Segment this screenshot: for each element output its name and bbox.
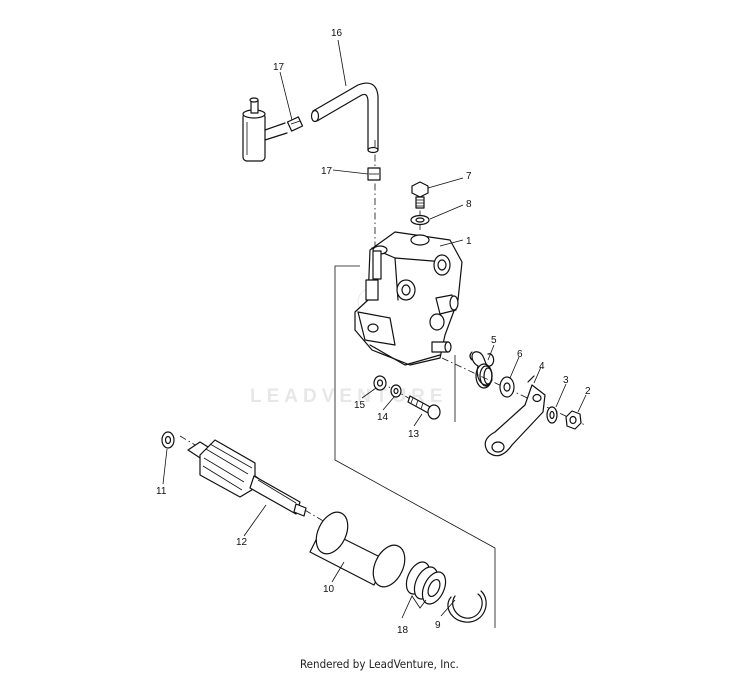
callout-3: 3 <box>563 375 569 386</box>
callout-9: 9 <box>435 620 441 631</box>
callout-2: 2 <box>585 386 591 397</box>
clamp-17-lower <box>367 167 381 181</box>
footer-credit: Rendered by LeadVenture, Inc. <box>300 657 459 671</box>
snap-ring-9 <box>447 590 487 623</box>
hose-16 <box>310 82 379 154</box>
callout-1: 1 <box>466 236 472 247</box>
callout-12: 12 <box>236 537 248 548</box>
callout-17-upper: 17 <box>273 62 285 73</box>
washer-6 <box>499 376 515 398</box>
callout-8: 8 <box>466 199 472 210</box>
leader-lines <box>162 39 587 619</box>
washer-8 <box>410 214 430 226</box>
callout-7: 7 <box>466 171 472 182</box>
callout-15: 15 <box>354 400 366 411</box>
outlet-fitting <box>242 97 288 162</box>
lever-4 <box>484 375 546 457</box>
callout-17-lower: 17 <box>321 166 333 177</box>
oil-pump-body-1 <box>354 231 463 366</box>
callout-13: 13 <box>408 429 420 440</box>
callout-14: 14 <box>377 412 389 423</box>
callout-18: 18 <box>397 625 409 636</box>
callout-11: 11 <box>156 486 167 497</box>
washer-14 <box>390 384 402 398</box>
callout-5: 5 <box>491 335 497 346</box>
callout-labels: 16 17 17 7 8 1 5 6 4 3 2 15 14 13 11 12 … <box>156 28 591 636</box>
nut-2 <box>565 410 582 430</box>
seals-18 <box>405 561 447 605</box>
spring-5 <box>469 351 495 389</box>
callout-16: 16 <box>331 28 343 39</box>
bolt-7 <box>411 181 429 209</box>
sleeve-10 <box>309 511 406 588</box>
callout-10: 10 <box>323 584 335 595</box>
washer-15 <box>373 375 387 391</box>
clamp-17-upper <box>286 116 304 132</box>
callout-6: 6 <box>517 349 523 360</box>
callout-4: 4 <box>539 361 545 372</box>
washer-3 <box>546 406 558 424</box>
screw-13 <box>407 395 441 420</box>
washer-11 <box>161 431 175 449</box>
drive-gear-shaft-12 <box>187 439 307 517</box>
